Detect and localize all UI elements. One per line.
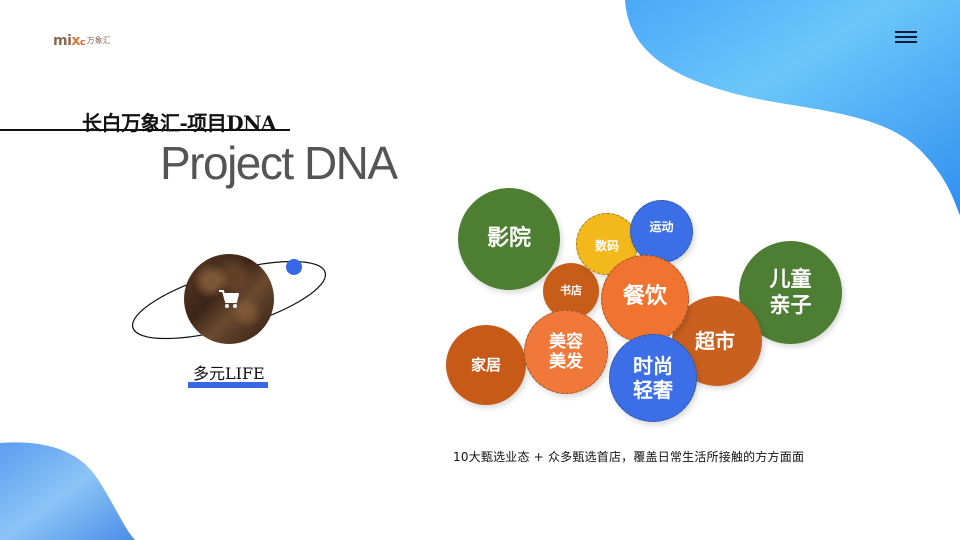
bubble-label: 餐饮: [622, 283, 667, 309]
bubble-label: 家居: [470, 356, 501, 374]
bubble-beauty[interactable]: 美容美发: [524, 310, 608, 394]
page-title-en: Project DNA: [160, 137, 398, 189]
bubble-cinema[interactable]: 影院: [458, 188, 560, 290]
bubble-label: 美容: [549, 331, 583, 352]
bubble-label: 时尚: [633, 354, 673, 378]
title-underline: [0, 129, 290, 131]
logo-mark: mixc: [53, 33, 85, 49]
bubble-sports[interactable]: 运动: [630, 200, 693, 263]
bubble-label: 超市: [695, 329, 735, 353]
bubble-label: 美发: [549, 352, 583, 372]
bubble-books[interactable]: 书店: [543, 263, 599, 319]
feature-label: 多元LIFE: [193, 364, 265, 383]
bubble-label: 轻奢: [633, 378, 673, 402]
bubble-label: 亲子: [769, 292, 812, 317]
bubble-label: 儿童: [769, 267, 812, 292]
bubble-home[interactable]: 家居: [446, 325, 526, 405]
menu-line: [895, 31, 917, 33]
shopping-cart-icon: [219, 290, 239, 308]
bubble-label: 运动: [649, 220, 674, 235]
hamburger-menu-icon[interactable]: [895, 31, 917, 45]
bubble-label: 数码: [594, 238, 619, 253]
menu-line: [895, 41, 917, 43]
caption-text: 10大甄选业态 + 众多甄选首店，覆盖日常生活所接触的方方面面: [453, 450, 805, 464]
marble-planet: [184, 254, 274, 344]
bubble-label: 影院: [486, 225, 531, 251]
bubble-children[interactable]: 儿童亲子: [739, 241, 842, 344]
mixc-logo[interactable]: mixc 万象汇: [53, 28, 111, 48]
bubble-fashion[interactable]: 时尚轻奢: [609, 334, 697, 422]
page-title-cn: 长白万象汇-项目DNA: [82, 111, 276, 135]
feature-accent-bar: [188, 382, 268, 388]
bubble-dining[interactable]: 餐饮: [601, 255, 689, 343]
logo-cn-name: 万象汇: [86, 36, 111, 45]
bubble-label: 书店: [560, 284, 582, 298]
orbit-dot: [286, 259, 302, 275]
menu-line: [895, 36, 917, 38]
